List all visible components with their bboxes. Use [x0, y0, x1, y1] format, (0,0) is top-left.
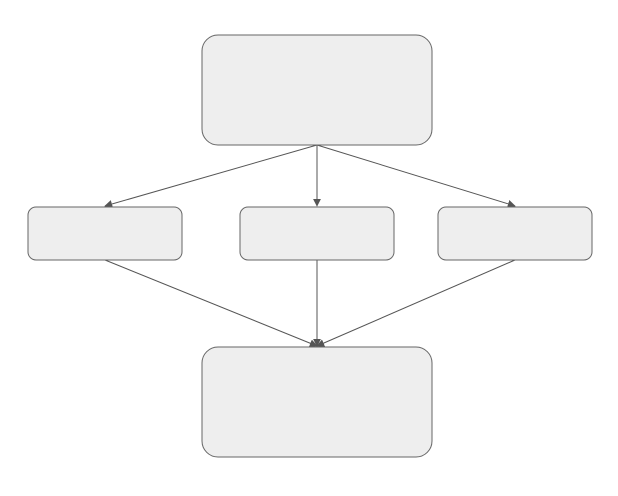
node-right[interactable] [437, 206, 593, 261]
node-bottom-box [201, 346, 433, 458]
edge-top-to-left [104, 144, 318, 208]
node-center[interactable] [239, 206, 395, 261]
node-bottom[interactable] [201, 346, 433, 458]
node-top-box [201, 34, 433, 146]
node-center-box [239, 206, 395, 261]
edge-left-to-bottom [104, 259, 318, 348]
node-left-box [27, 206, 183, 261]
node-right-box [437, 206, 593, 261]
edges-layer [104, 144, 516, 348]
edge-right-to-bottom [316, 259, 516, 347]
node-left[interactable] [27, 206, 183, 261]
edge-top-to-right [316, 144, 516, 208]
nodes-layer [27, 34, 593, 458]
node-top[interactable] [201, 34, 433, 146]
